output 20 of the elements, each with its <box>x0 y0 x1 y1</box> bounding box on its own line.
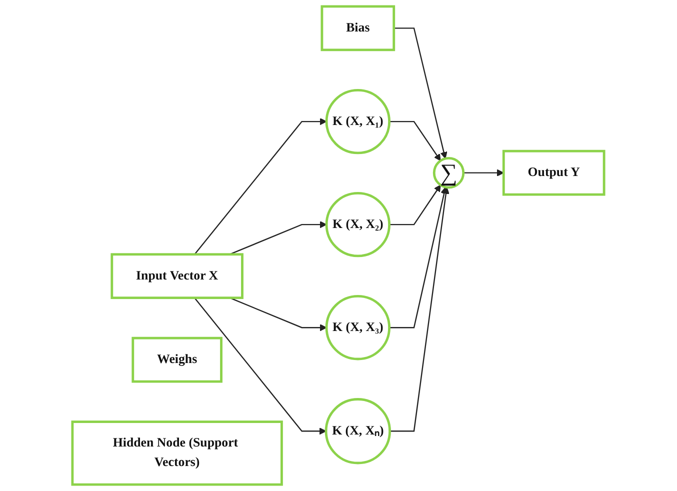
arrow <box>194 297 327 435</box>
arrow <box>194 118 328 255</box>
arrow <box>390 186 448 328</box>
arrow <box>230 221 328 255</box>
node-circle: K (X, X₂) <box>326 192 391 258</box>
node-circle: ∑ <box>433 156 465 189</box>
arrow <box>230 297 328 332</box>
arrow <box>464 169 504 176</box>
node-box: Weighs <box>132 336 223 383</box>
node-box: Output Y <box>502 150 606 196</box>
node-box: Input Vector X <box>110 253 244 300</box>
node-circle: K (X, Xₙ) <box>325 398 392 464</box>
arrow <box>394 28 448 159</box>
arrow <box>390 120 442 162</box>
node-box: Bias <box>321 5 396 52</box>
node-circle: K (X, X₃) <box>326 295 391 360</box>
node-circle: K (X, X₁) <box>326 88 391 154</box>
node-box: Hidden Node (Support Vectors) <box>71 420 284 486</box>
arrow <box>390 187 450 432</box>
arrow <box>390 184 442 226</box>
